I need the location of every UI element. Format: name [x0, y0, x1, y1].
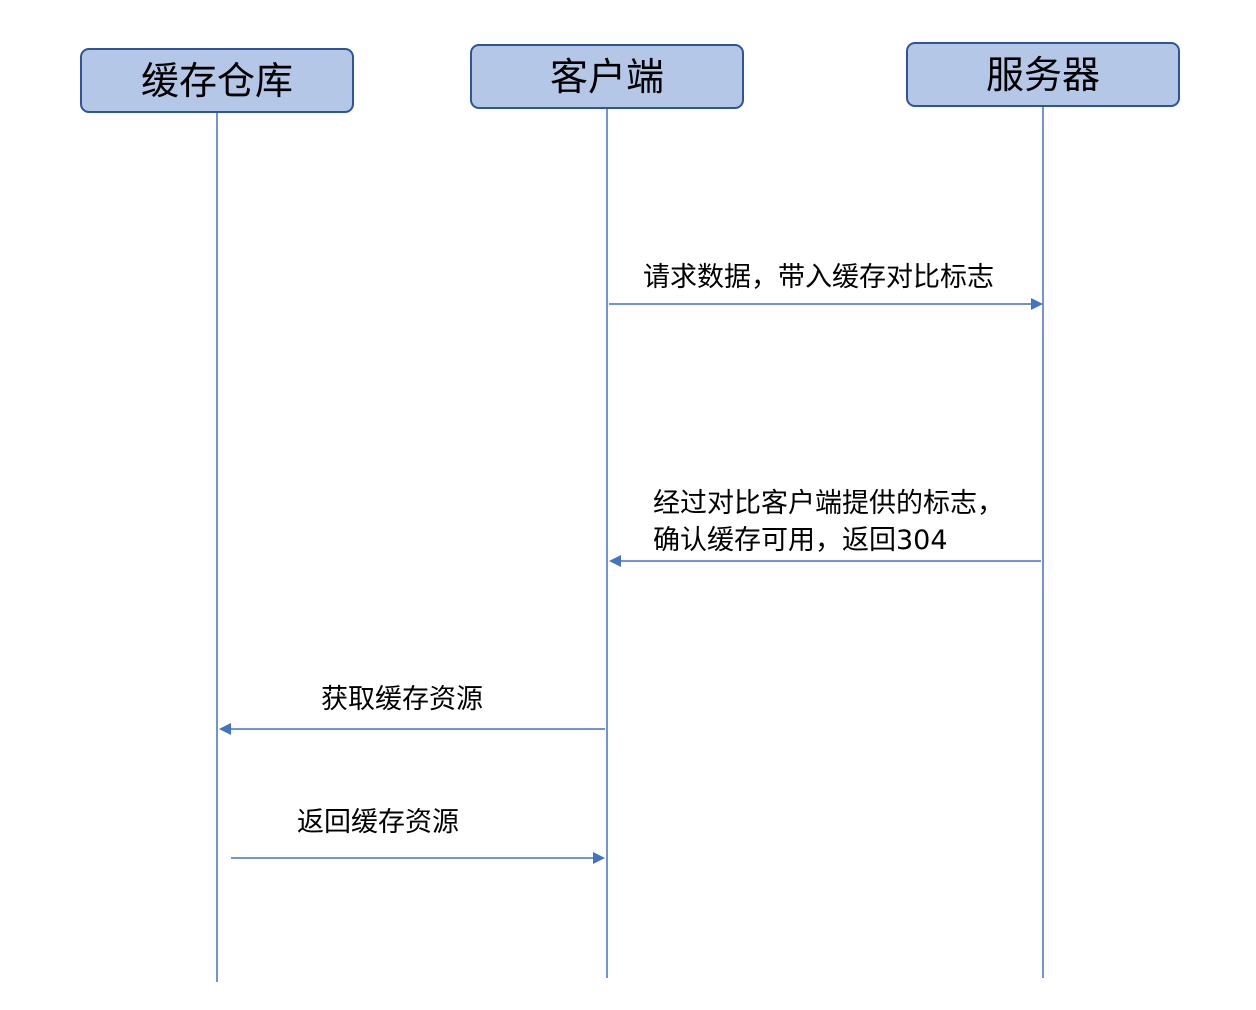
message-return-cache-arrowhead	[593, 852, 605, 864]
message-get-cache-label: 获取缓存资源	[321, 684, 483, 715]
message-get-cache: 获取缓存资源	[219, 684, 605, 735]
message-return-304-label-line-1: 经过对比客户端提供的标志，	[653, 488, 1004, 519]
actor-cache: 缓存仓库	[80, 48, 354, 113]
actor-client-label: 客户端	[550, 55, 664, 99]
actor-server-box	[906, 42, 1180, 107]
message-get-cache-arrowhead	[219, 723, 231, 735]
actor-server-label: 服务器	[986, 53, 1100, 97]
message-return-cache: 返回缓存资源	[231, 807, 605, 864]
actor-cache-label: 缓存仓库	[141, 59, 293, 103]
actor-cache-box	[80, 48, 354, 113]
message-request-data-label: 请求数据，带入缓存对比标志	[643, 262, 994, 293]
message-return-cache-label: 返回缓存资源	[297, 807, 459, 838]
message-return-304: 经过对比客户端提供的标志， 确认缓存可用，返回304	[609, 488, 1041, 567]
message-return-304-arrowhead	[609, 555, 621, 567]
message-request-data-arrowhead	[1031, 298, 1043, 310]
actor-server: 服务器	[906, 42, 1180, 107]
actor-client: 客户端	[470, 44, 744, 109]
actor-client-box	[470, 44, 744, 109]
message-return-304-label-line-2: 确认缓存可用，返回304	[653, 525, 948, 556]
message-request-data: 请求数据，带入缓存对比标志	[609, 262, 1043, 310]
